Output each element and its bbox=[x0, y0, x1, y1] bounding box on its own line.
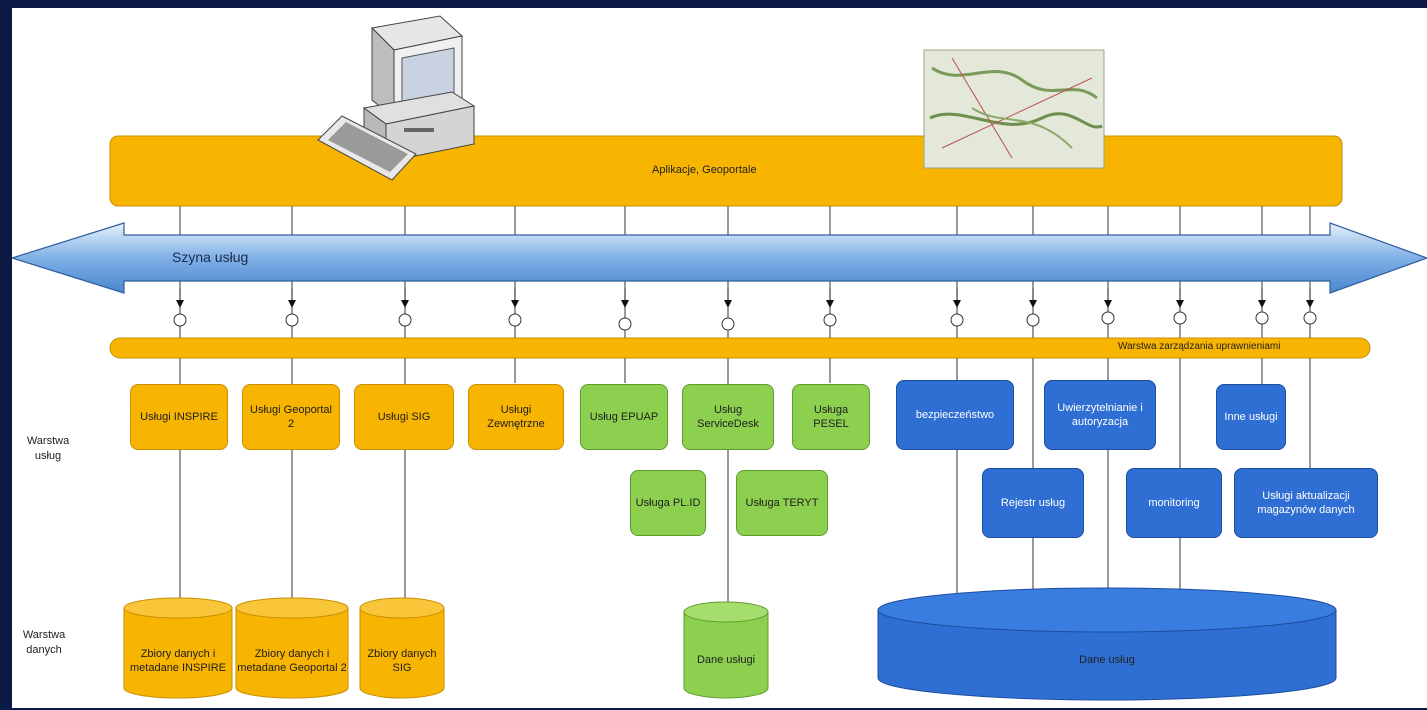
interface-point bbox=[721, 288, 735, 331]
data-layer-label: Warstwa danych bbox=[22, 629, 66, 656]
data-store-service-label: Dane usługi bbox=[696, 654, 756, 666]
map-thumbnail-icon bbox=[923, 49, 1105, 169]
service-bus-arrow bbox=[12, 222, 1427, 294]
interface-point bbox=[823, 288, 837, 327]
interface-point bbox=[618, 288, 632, 331]
interface-point bbox=[1303, 288, 1317, 325]
service-auth: Uwierzytelnianie i autoryzacja bbox=[1044, 380, 1156, 450]
interface-point bbox=[1255, 288, 1269, 325]
diagram-canvas: Aplikacje, Geoportale Szyna usług Warstw… bbox=[12, 8, 1427, 708]
service-servicedesk: Usług ServiceDesk bbox=[682, 384, 774, 450]
service-bus-label: Szyna usług bbox=[172, 249, 249, 265]
cylinder-inspire bbox=[123, 597, 233, 699]
service-layer-label: Warstwa usług bbox=[26, 435, 70, 462]
diagram-graphics bbox=[12, 15, 1427, 701]
apps-bar-label: Aplikacje, Geoportale bbox=[652, 164, 757, 176]
service-plid: Usługa PL.ID bbox=[630, 470, 706, 536]
service-other: Inne usługi bbox=[1216, 384, 1286, 450]
interface-point bbox=[173, 288, 187, 327]
cylinder-service-data bbox=[683, 601, 769, 699]
interface-point bbox=[950, 288, 964, 327]
data-store-sig-label: Zbiory danych SIG bbox=[367, 648, 437, 674]
service-epuap: Usług EPUAP bbox=[580, 384, 668, 450]
service-update: Usługi aktualizacji magazynów danych bbox=[1234, 468, 1378, 538]
computer-icon bbox=[317, 15, 476, 181]
service-sig: Usługi SIG bbox=[354, 384, 454, 450]
interface-point bbox=[285, 288, 299, 327]
service-inspire: Usługi INSPIRE bbox=[130, 384, 228, 450]
interface-point bbox=[1173, 288, 1187, 325]
interface-point bbox=[1101, 288, 1115, 325]
service-pesel: Usługa PESEL bbox=[792, 384, 870, 450]
interface-point bbox=[1026, 288, 1040, 327]
data-store-inspire-label: Zbiory danych i metadane INSPIRE bbox=[130, 648, 226, 674]
cylinder-sig bbox=[359, 597, 445, 699]
interface-point bbox=[508, 288, 522, 327]
service-security: bezpieczeństwo bbox=[896, 380, 1014, 450]
mgmt-layer-label: Warstwa zarządzania uprawnieniami bbox=[1118, 341, 1281, 352]
service-teryt: Usługa TERYT bbox=[736, 470, 828, 536]
mgmt-layer-bar bbox=[109, 337, 1371, 359]
data-store-geoportal2-label: Zbiory danych i metadane Geoportal 2 bbox=[237, 648, 347, 674]
cylinder-services-data bbox=[877, 587, 1337, 701]
interface-points bbox=[173, 288, 1317, 331]
data-store-services-label: Dane usług bbox=[1079, 654, 1135, 666]
cylinder-geoportal2 bbox=[235, 597, 349, 699]
service-registry: Rejestr usług bbox=[982, 468, 1084, 538]
service-monitoring: monitoring bbox=[1126, 468, 1222, 538]
service-external: Usługi Zewnętrzne bbox=[468, 384, 564, 450]
interface-point bbox=[398, 288, 412, 327]
service-geoportal2: Usługi Geoportal 2 bbox=[242, 384, 340, 450]
